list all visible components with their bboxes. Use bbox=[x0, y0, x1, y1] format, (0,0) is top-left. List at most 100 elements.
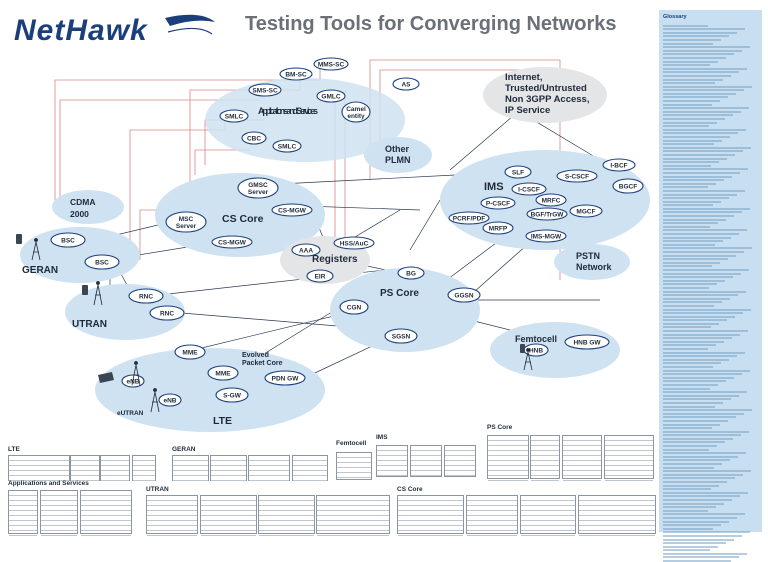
glossary-entry bbox=[663, 42, 713, 45]
glossary-entry bbox=[663, 53, 734, 56]
table-row bbox=[563, 471, 601, 476]
glossary-entry bbox=[663, 312, 743, 315]
glossary-entry bbox=[663, 419, 728, 422]
table-row bbox=[9, 491, 37, 496]
glossary-entry bbox=[663, 394, 739, 397]
table-row bbox=[531, 471, 559, 476]
table-row bbox=[201, 496, 256, 501]
table-row bbox=[81, 501, 131, 506]
glossary-entry bbox=[663, 265, 712, 268]
node-label: RNC bbox=[160, 310, 174, 317]
protocol-stack-table bbox=[487, 435, 529, 481]
glossary-entry bbox=[663, 441, 725, 444]
table-row bbox=[81, 506, 131, 511]
protocol-stack-table bbox=[336, 452, 372, 480]
node-bsc2: BSC bbox=[84, 254, 120, 270]
table-row bbox=[398, 516, 463, 521]
table-row bbox=[9, 511, 37, 516]
glossary-entry bbox=[663, 132, 738, 135]
glossary-entry bbox=[663, 286, 709, 289]
glossary-entry bbox=[663, 362, 721, 365]
table-row bbox=[521, 496, 575, 501]
table-row bbox=[563, 451, 601, 456]
node-label: CS-MGW bbox=[218, 239, 247, 246]
cdma-cloud bbox=[52, 190, 124, 224]
table-row bbox=[467, 531, 517, 536]
table-row bbox=[411, 456, 441, 461]
glossary-entry bbox=[663, 520, 729, 523]
node-bgf: BGF/TrGW bbox=[526, 207, 568, 221]
node-bm-sc: BM-SC bbox=[279, 67, 313, 81]
table-row bbox=[605, 456, 653, 461]
table-row bbox=[173, 466, 208, 471]
glossary-entry bbox=[663, 82, 715, 85]
table-row bbox=[259, 516, 314, 521]
table-row bbox=[201, 511, 256, 516]
glossary-entry bbox=[663, 114, 733, 117]
glossary-entry bbox=[663, 495, 740, 498]
glossary-entry bbox=[663, 527, 713, 530]
glossary-entry bbox=[663, 164, 711, 167]
table-row bbox=[605, 451, 653, 456]
table-row bbox=[445, 466, 475, 471]
table-row bbox=[377, 471, 407, 476]
node-label: Camel bbox=[346, 106, 366, 113]
glossary-entry bbox=[663, 218, 726, 221]
node-rnc2: RNC bbox=[149, 305, 185, 321]
table-section-geran: GERAN bbox=[172, 446, 196, 453]
table-row bbox=[317, 506, 389, 511]
glossary-entry bbox=[663, 351, 745, 354]
table-row bbox=[71, 471, 99, 476]
glossary-entry bbox=[663, 491, 748, 494]
glossary-entry bbox=[663, 366, 713, 368]
table-row bbox=[41, 496, 77, 501]
table-row bbox=[467, 521, 517, 526]
glossary-entry bbox=[663, 71, 739, 74]
node-label: GMLC bbox=[321, 93, 340, 100]
table-row bbox=[71, 466, 99, 471]
cdma-label-1: CDMA bbox=[70, 197, 96, 207]
table-row bbox=[445, 471, 475, 476]
glossary-entry bbox=[663, 31, 737, 34]
node-cgn: CGN bbox=[339, 299, 369, 315]
glossary-entry bbox=[663, 304, 714, 307]
glossary-entry bbox=[663, 308, 751, 311]
glossary-entry bbox=[663, 168, 748, 171]
glossary-entry bbox=[663, 121, 717, 124]
table-row bbox=[488, 451, 528, 456]
glossary-title: Glossary bbox=[663, 14, 687, 20]
node-ggsn: GGSN bbox=[447, 287, 481, 303]
table-row bbox=[398, 521, 463, 526]
table-row bbox=[9, 506, 37, 511]
glossary-entry bbox=[663, 254, 736, 257]
table-row bbox=[563, 441, 601, 446]
protocol-stack-table bbox=[316, 495, 390, 536]
node-aaa: AAA bbox=[291, 243, 321, 257]
glossary-entry bbox=[663, 100, 720, 103]
table-row bbox=[259, 511, 314, 516]
phone-icon bbox=[520, 344, 525, 353]
glossary-entry bbox=[663, 498, 732, 501]
glossary-entry bbox=[663, 189, 745, 192]
node-label: SGSN bbox=[392, 333, 411, 340]
internet-cloud bbox=[483, 67, 607, 123]
glossary-entry bbox=[663, 143, 714, 146]
epc-label-1: Evolved bbox=[242, 352, 269, 359]
node-label: BG bbox=[406, 270, 416, 277]
table-row bbox=[531, 446, 559, 451]
node-label: BGCF bbox=[619, 183, 637, 190]
node-pcscf: P-CSCF bbox=[480, 196, 516, 210]
ims-label: IMS bbox=[484, 181, 504, 193]
table-row bbox=[147, 501, 197, 506]
glossary-entry bbox=[663, 509, 708, 512]
table-row bbox=[337, 463, 371, 468]
table-row bbox=[398, 501, 463, 506]
table-row bbox=[317, 496, 389, 501]
table-row bbox=[317, 531, 389, 536]
glossary-entry bbox=[663, 301, 722, 304]
glossary-entry bbox=[663, 373, 742, 376]
node-label: MMS-SC bbox=[318, 61, 345, 68]
node-hss: HSS/AuC bbox=[333, 236, 375, 250]
table-row bbox=[41, 506, 77, 511]
glossary-entry bbox=[663, 294, 738, 297]
